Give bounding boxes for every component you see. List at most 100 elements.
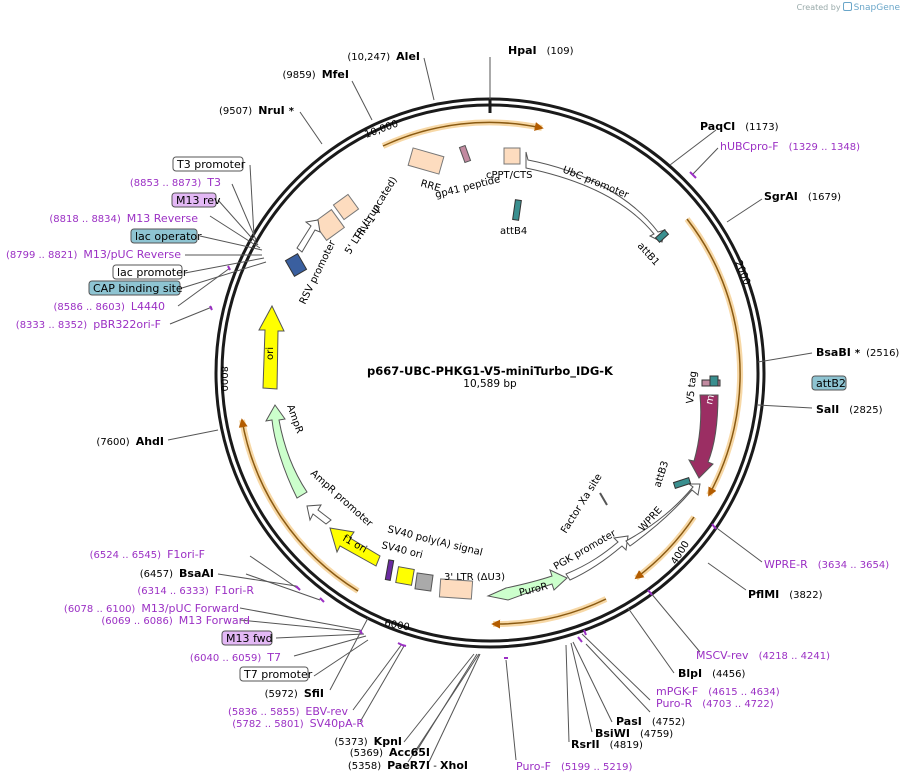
primer-t7: (6040 .. 6059)T7: [190, 651, 281, 664]
hiv-box: [332, 193, 360, 221]
site-bsabi: BsaBI*(2516): [816, 346, 899, 359]
site-hpai: HpaI(109): [508, 44, 574, 57]
amprp-arrow: [306, 504, 332, 525]
cppt-box: [503, 147, 521, 165]
site-paer7i: (5358)PaeR7I: [348, 759, 430, 772]
tick-2000: 2000: [732, 259, 752, 287]
attb4-label: attB4: [500, 226, 527, 237]
site-bsiwi: BsiWI(4759): [595, 727, 673, 740]
primer-m13-reverse: (8818 .. 8834)M13 Reverse: [49, 212, 198, 225]
site-blpi: BlpI(4456): [678, 667, 745, 680]
lac-cluster-box: [284, 253, 308, 277]
primer-mpgk-f: mPGK-F(4615 .. 4634): [656, 685, 780, 698]
factorxa-mark: [599, 492, 608, 506]
ampr-arrow: [265, 404, 308, 499]
tick-6000: 6000: [383, 618, 410, 633]
attb4-box: [512, 199, 522, 221]
wpre-arrow: [625, 483, 701, 547]
primer-wpre-r: WPRE-R(3634 .. 3654): [764, 558, 889, 571]
primer-puro-f: Puro-F(5199 .. 5219): [516, 760, 632, 773]
pgk-arrow: [565, 535, 629, 581]
ltr3-box: [438, 578, 474, 600]
attb2-box: [709, 375, 719, 387]
gp41-box: [458, 144, 472, 164]
box-lac-operator: lac operator: [135, 230, 202, 243]
primer-f1ori-r: (6314 .. 6333)F1ori-R: [137, 584, 254, 597]
plasmid-size: 10,589 bp: [463, 378, 517, 390]
primer-labels-left: (5836 .. 5855)EBV-rev (5782 .. 5801)SV40…: [6, 176, 364, 730]
rre-box: [407, 147, 445, 175]
f1ori-arrow: [329, 527, 381, 567]
site-labels-left: (5373)KpnI (5369)Acc65I (5358)PaeR7I - X…: [96, 50, 468, 772]
site-paqci: PaqCI(1173): [700, 120, 779, 133]
primer-puro-r: Puro-R(4703 .. 4722): [656, 697, 774, 710]
site-ahdi: (7600)AhdI: [96, 435, 164, 448]
primer-m13puc-reverse: (8799 .. 8821)M13/pUC Reverse: [6, 248, 181, 261]
site-nrui: (9507)NruI*: [219, 104, 295, 117]
rre-label: RRE: [419, 178, 441, 194]
site-xhoi: - XhoI: [433, 759, 468, 772]
box-t3-promoter: T3 promoter: [176, 158, 246, 171]
ampr-label: AmpR: [284, 403, 305, 435]
boxed-features: T3 promoter M13 rev lac operator lac pro…: [88, 156, 847, 682]
snapgene-credit: Created by SnapGene: [797, 2, 900, 13]
sv40ori-label: SV40 ori: [380, 540, 424, 561]
site-mfei: (9859)MfeI: [282, 68, 349, 81]
leader-lines: [167, 57, 813, 763]
primer-marks: [209, 171, 717, 659]
attb3-box: [672, 477, 692, 489]
primer-f1ori-f: (6524 .. 6545)F1ori-F: [90, 548, 205, 561]
v5-label: V5 tag: [685, 371, 699, 405]
primer-mscv-rev: MSCV-rev(4218 .. 4241): [696, 649, 830, 662]
ltr5-label: 5' LTR (truncated): [343, 175, 400, 257]
box-attb2: attB2: [816, 377, 846, 390]
box-t7-promoter: T7 promoter: [243, 668, 313, 681]
site-pflmi: PflMI(3822): [748, 588, 823, 601]
primer-sv40pa-r: (5782 .. 5801)SV40pA-R: [232, 717, 364, 730]
primer-pbr322ori-f: (8333 .. 8352)pBR322ori-F: [16, 318, 161, 331]
primer-l4440: (8586 .. 8603)L4440: [53, 300, 165, 313]
plasmid-name: p667-UBC-PHKG1-V5-miniTurbo_IDG-K: [367, 364, 614, 379]
site-labels: HpaI(109) PaqCI(1173) SgrAI(1679) BsaBI*…: [508, 44, 899, 751]
primer-labels-right: hUBCpro-F(1329 .. 1348) WPRE-R(3634 .. 3…: [516, 140, 889, 773]
factorxa-label: Factor Xa site: [559, 472, 604, 536]
amprp-label: AmpR promoter: [308, 468, 375, 530]
box-cap-site: CAP binding site: [93, 282, 183, 295]
tick-8000: 8000: [218, 366, 229, 391]
attb3-label: attB3: [652, 460, 671, 489]
rsv-arrow: [296, 219, 321, 253]
site-pasi: PasI(4752): [616, 715, 685, 728]
primer-hubcpro: hUBCpro-F(1329 .. 1348): [720, 140, 860, 153]
attb1-label: attB1: [635, 241, 661, 269]
snapgene-logo-icon: [842, 2, 852, 11]
sv40ori-box: [395, 566, 415, 586]
puror-arrow: [486, 569, 568, 601]
box-m13-fwd: M13 fwd: [226, 632, 273, 645]
site-bsaai: (6457)BsaAI: [140, 567, 214, 580]
box-m13-rev: M13 rev: [176, 194, 221, 207]
credit-brand: SnapGene: [853, 3, 900, 13]
plasmid-title: p667-UBC-PHKG1-V5-miniTurbo_IDG-K 10,589…: [367, 364, 614, 390]
ubc-arrow: [525, 151, 666, 243]
site-rsrii: RsrII(4819): [571, 738, 643, 751]
primer-t3: (8853 .. 8873)T3: [130, 176, 221, 189]
primer-m13puc-forward: (6078 .. 6100)M13/pUC Forward: [64, 602, 239, 615]
site-sali: SalI(2825): [816, 403, 883, 416]
grey-box: [414, 572, 434, 592]
site-alei: (10,247)AleI: [347, 50, 420, 63]
orf-arcs: [238, 119, 744, 629]
ltr3-label: 3' LTR (ΔU3): [444, 572, 505, 583]
primer-ebv-rev: (5836 .. 5855)EBV-rev: [228, 705, 348, 718]
ubc-label: UbC promoter: [561, 165, 631, 202]
site-sfii: (5972)SfiI: [265, 687, 324, 700]
ori-arrow: [258, 304, 285, 390]
miniturbo-arrow: [688, 394, 719, 479]
credit-prefix: Created by: [796, 3, 841, 12]
primer-m13-forward: (6069 .. 6086)M13 Forward: [101, 614, 250, 627]
site-acc65i: (5369)Acc65I: [350, 746, 430, 759]
attb1-box: [654, 229, 670, 243]
ori-label: ori: [265, 347, 276, 360]
site-kpni: (5373)KpnI: [334, 735, 402, 748]
site-sgrai: SgrAI(1679): [764, 190, 841, 203]
